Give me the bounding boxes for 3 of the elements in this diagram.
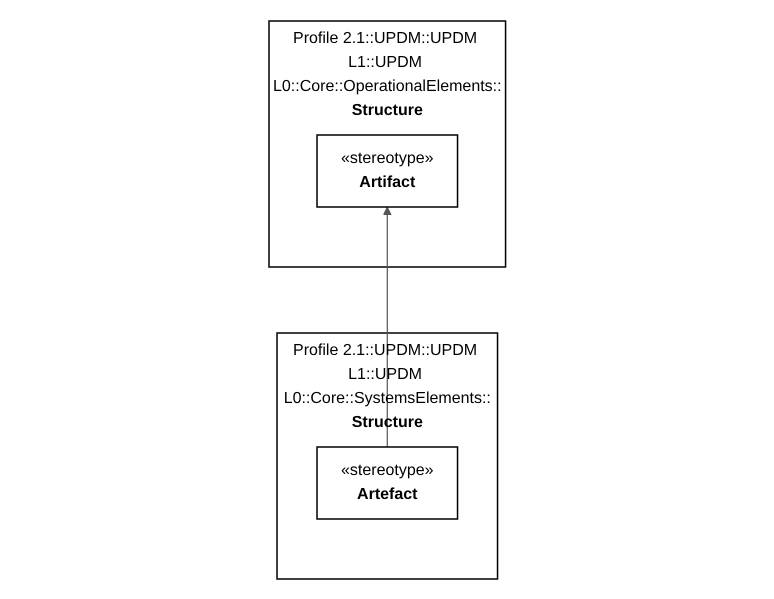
node-box: «stereotype» Artifact xyxy=(316,134,458,208)
arrow xyxy=(382,206,392,446)
node-box: «stereotype» Artefact xyxy=(316,446,458,520)
